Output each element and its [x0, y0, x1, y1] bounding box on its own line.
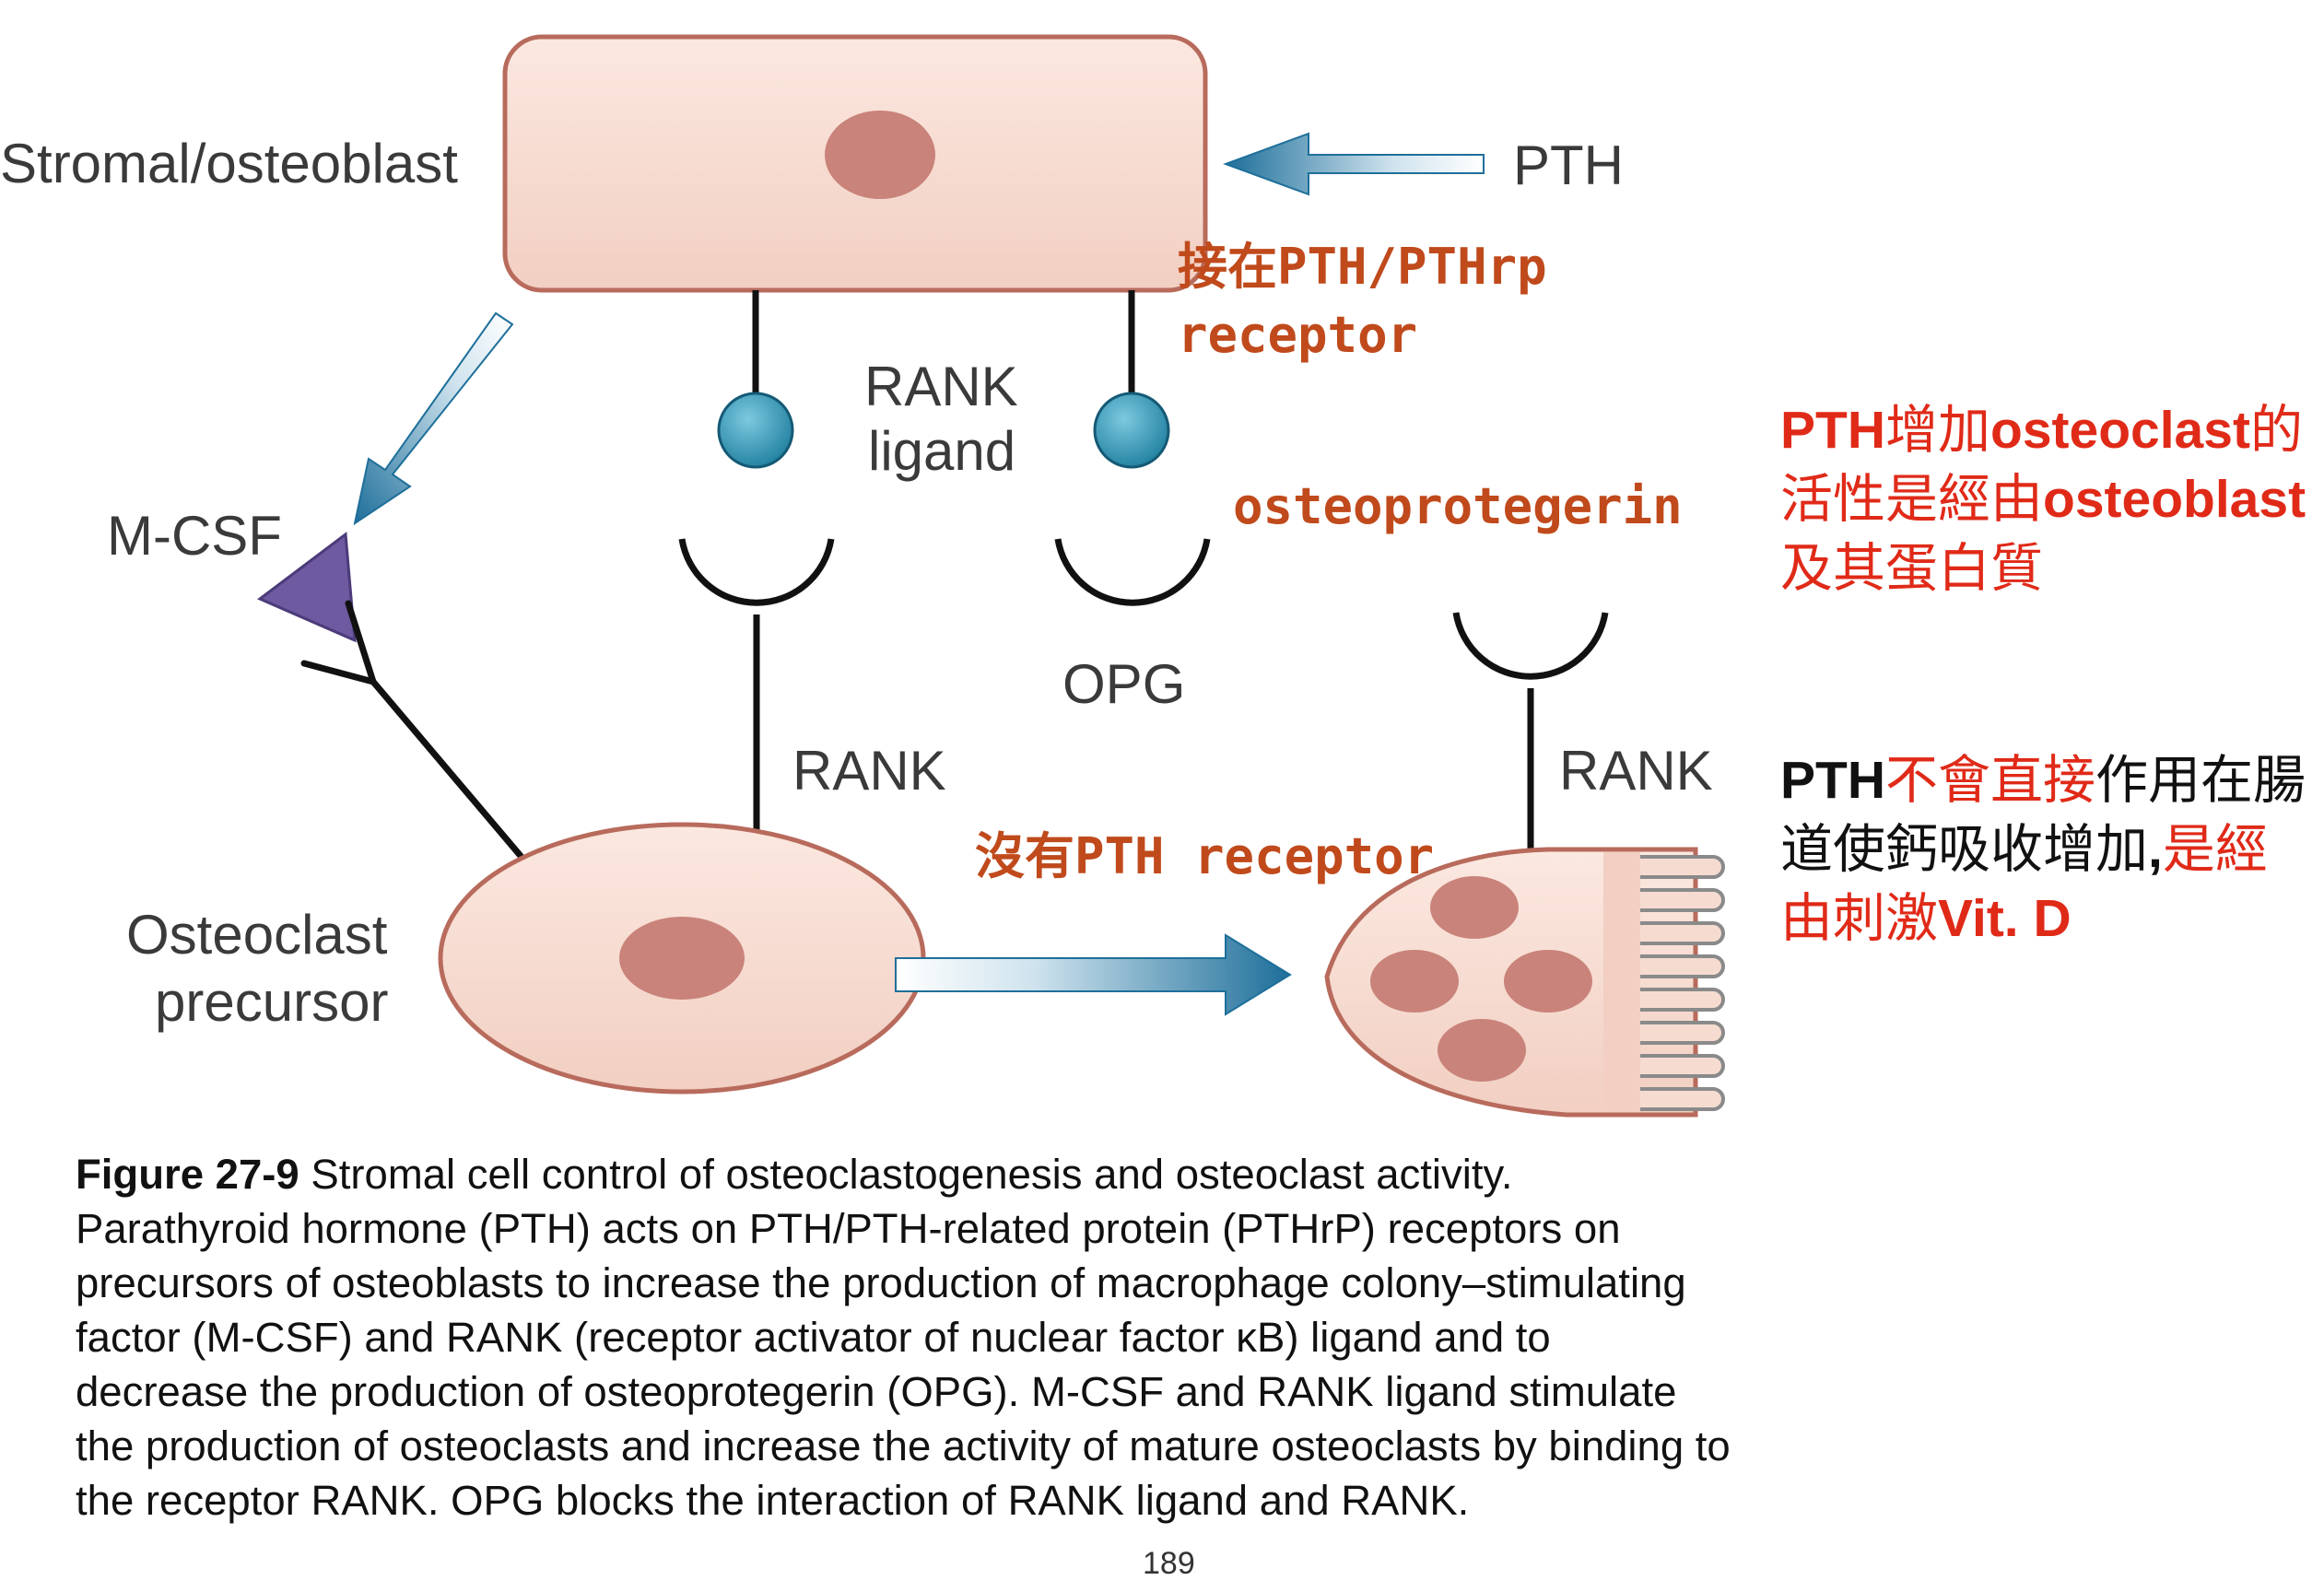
note2-part3: 作用在腸道使鈣吸收增加 [1780, 751, 2306, 879]
osteoclast-nucleus-2 [1370, 950, 1459, 1013]
annotation-no-pth-receptor: 沒有PTH receptor [975, 827, 1434, 885]
mcsf-label: M-CSF [107, 505, 282, 567]
note2-part6: Vit. D [1938, 889, 2072, 948]
precursor-label-line2: precursor [155, 971, 388, 1033]
stromal-nucleus [825, 111, 935, 199]
note2-part1: PTH [1780, 751, 1885, 810]
rank-right-label: RANK [1559, 740, 1713, 802]
figure-caption-label: Figure 27-9 [76, 1151, 299, 1198]
rank-receptor-right [1452, 612, 1609, 857]
pth-label: PTH [1513, 135, 1624, 196]
note2-part5: 是經由刺激 [1780, 820, 2268, 948]
precursor-nucleus [619, 917, 745, 1000]
rank-ligand-label-line2: ligand [868, 420, 1015, 482]
note1-part3: osteoclast [1990, 401, 2250, 460]
note-pth-osteoclast: PTH增加osteoclast的活性是經由osteoblast及其蛋白質 [1780, 396, 2315, 603]
note1-part4: 的活性是經由 [1780, 401, 2303, 529]
note1-part5: osteoblast [2043, 470, 2306, 529]
mcsf-receptor [300, 600, 529, 865]
note1-part2: 增加 [1885, 401, 1990, 460]
osteoclast-nucleus-3 [1504, 950, 1592, 1013]
mcsf-triangle [257, 532, 357, 643]
annotation-pthrp-line2: receptor [1178, 306, 1417, 364]
page-number: 189 [1143, 1546, 1195, 1581]
osteoclast-nucleus-1 [1430, 876, 1519, 939]
stromal-label: Stromal/osteoblast [0, 133, 458, 194]
note2-part2: 不會直接 [1885, 751, 2095, 810]
differentiation-arrow [895, 933, 1292, 1016]
opg-ligand-ball [1093, 392, 1170, 469]
rank-ligand-label-line1: RANK [864, 356, 1018, 417]
opg-label: OPG [1062, 653, 1185, 715]
figure-caption: Figure 27-9 Stromal cell control of oste… [76, 1147, 1734, 1528]
opg-cup [1054, 538, 1211, 606]
rank-ligand-ball [717, 392, 794, 469]
precursor-label-line1: Osteoclast [126, 904, 388, 966]
note1-part1: PTH [1780, 401, 1885, 460]
annotation-pthrp-line1: 接在PTH/PTHrp [1178, 238, 1547, 296]
note2-part4: , [2148, 820, 2163, 879]
figure-caption-text: Stromal cell control of osteoclastogenes… [76, 1151, 1731, 1524]
osteoclast-nucleus-4 [1438, 1019, 1526, 1082]
mature-osteoclast [1324, 847, 1725, 1118]
annotation-osteoprotegerin: osteoprotegerin [1233, 477, 1683, 535]
pth-arrow [1223, 132, 1485, 196]
stromal-to-mcsf-arrow [353, 311, 514, 526]
rank-left-label: RANK [792, 740, 946, 802]
note-pth-intestine: PTH不會直接作用在腸道使鈣吸收增加,是經由刺激Vit. D [1780, 746, 2315, 954]
rank-receptor-left [678, 538, 835, 861]
note1-part6: 及其蛋白質 [1780, 539, 2043, 598]
